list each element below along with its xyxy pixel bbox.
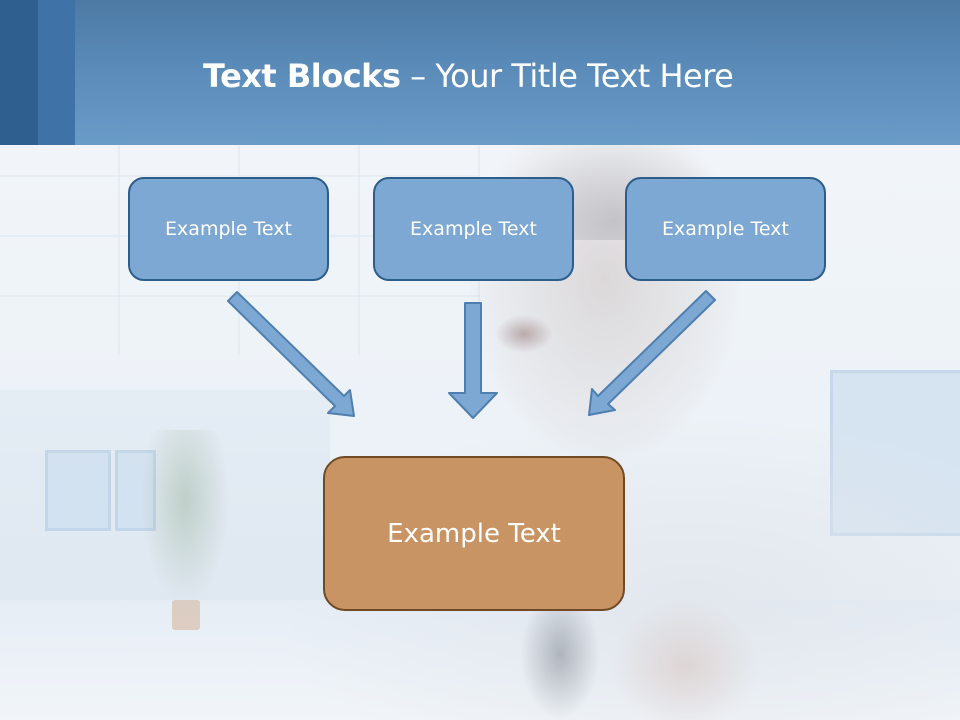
accent-stripe-light xyxy=(38,0,75,145)
source-box-3: Example Text xyxy=(625,177,826,281)
source-box-1: Example Text xyxy=(128,177,329,281)
source-box-2-label: Example Text xyxy=(410,218,537,240)
source-box-2: Example Text xyxy=(373,177,574,281)
title-rest-part: – Your Title Text Here xyxy=(400,57,734,95)
accent-stripe-dark xyxy=(0,0,38,145)
source-box-1-label: Example Text xyxy=(165,218,292,240)
title-bold-part: Text Blocks xyxy=(203,57,401,95)
source-box-3-label: Example Text xyxy=(662,218,789,240)
title-band xyxy=(0,0,960,145)
target-box-label: Example Text xyxy=(387,518,561,549)
target-box: Example Text xyxy=(323,456,625,611)
slide-title: Text Blocks – Your Title Text Here xyxy=(203,54,734,98)
